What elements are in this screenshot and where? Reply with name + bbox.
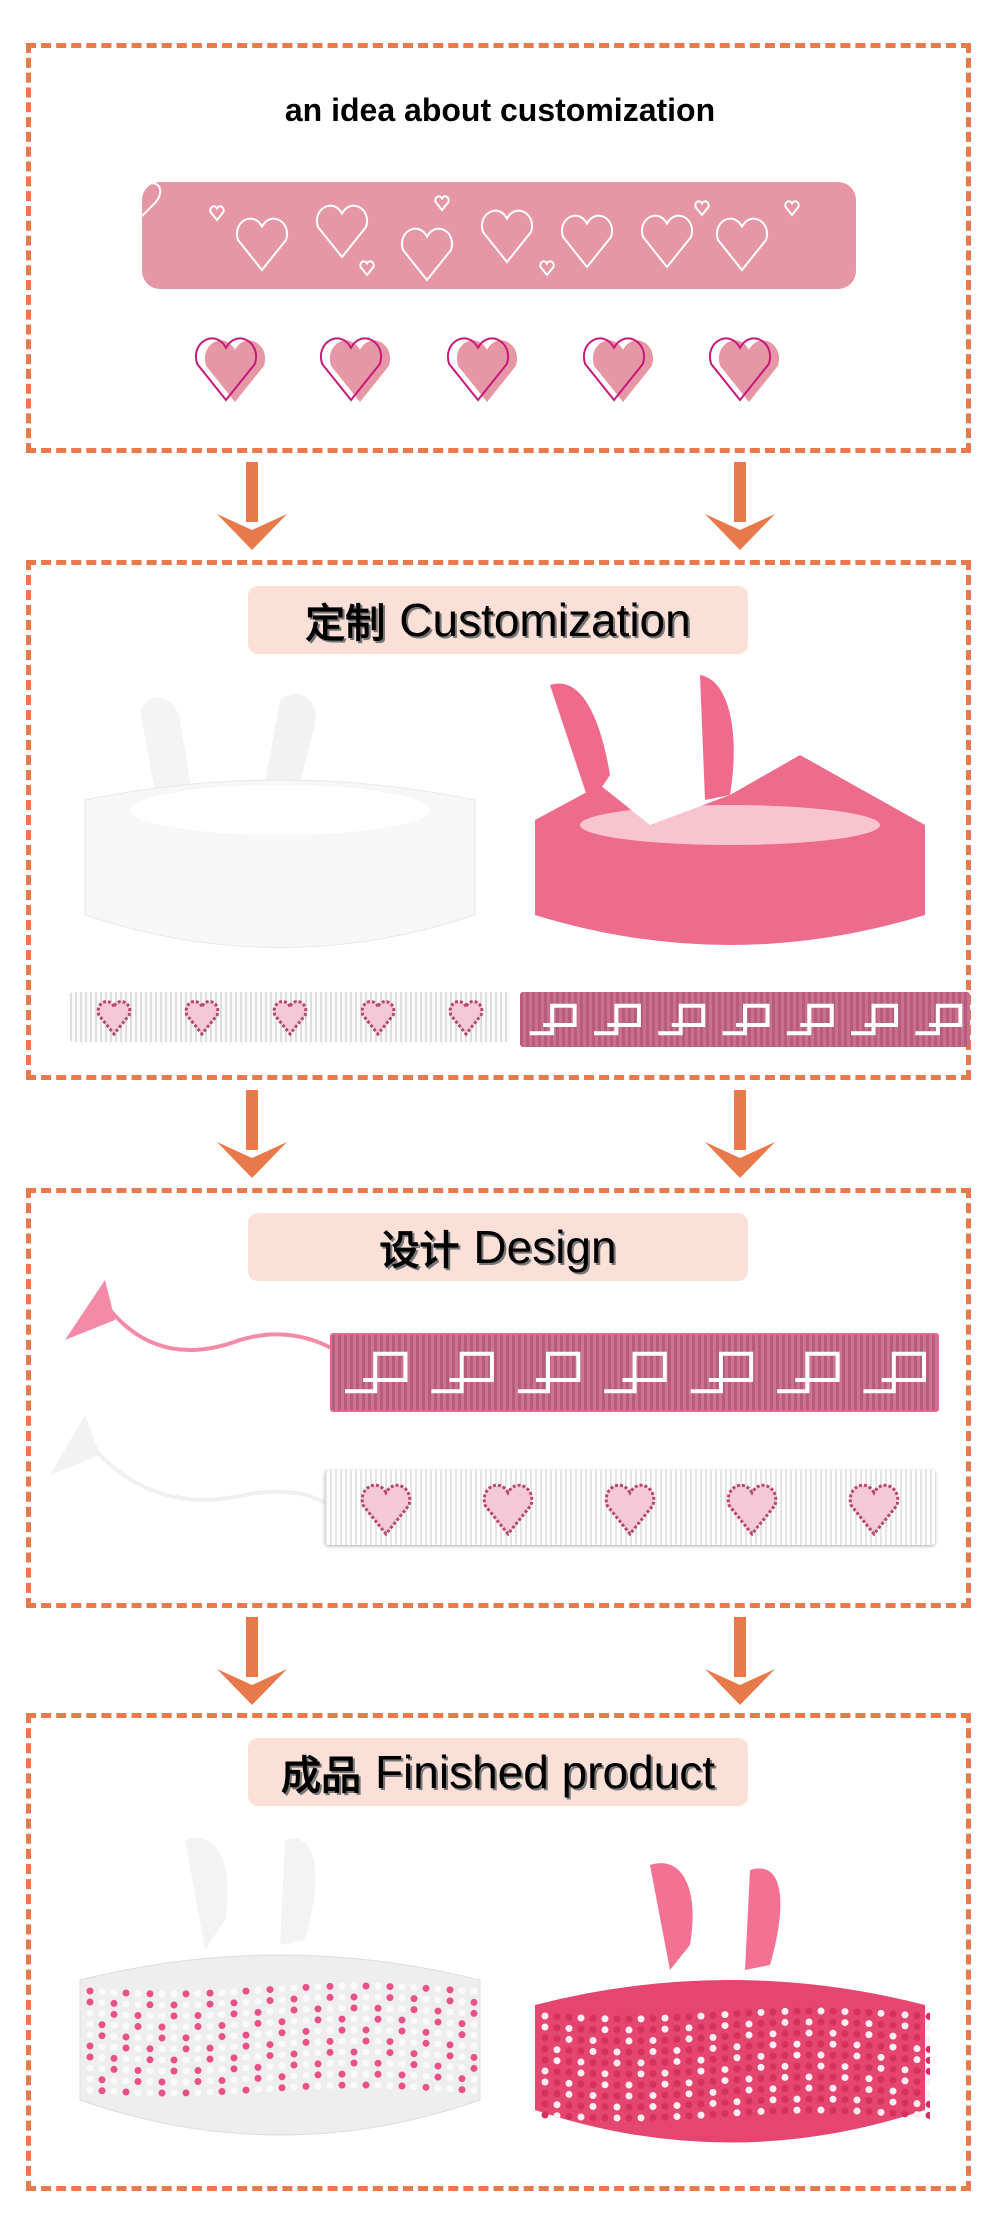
geometric-heart-icon [344, 1351, 408, 1394]
geometric-heart-icon [786, 1003, 834, 1036]
heart-outline-icon [209, 205, 225, 222]
label-en: Finished product [374, 1746, 716, 1798]
heart-outline-icon [560, 214, 614, 269]
heart-icon [194, 337, 266, 402]
label-en: Customization [399, 594, 691, 646]
arrow-down-icon [217, 462, 287, 550]
heart-icon [319, 337, 391, 402]
pink-design-strip [330, 1333, 939, 1412]
geometric-heart-icon [431, 1351, 494, 1394]
geometric-hearts-pattern-strip [520, 992, 970, 1047]
heart-pattern-icon [360, 1483, 412, 1537]
geometric-heart-icon [851, 1003, 899, 1036]
geometric-heart-icon [604, 1351, 667, 1394]
heart-outline-icon [715, 217, 769, 272]
customization-label: 定制 Customization [248, 586, 748, 654]
finished-product-label: 成品 Finished product [248, 1738, 748, 1806]
white-bracelet-image [84, 694, 476, 948]
heart-outline-icon [694, 200, 710, 217]
heart-icon [582, 337, 654, 402]
design-section [26, 1188, 971, 1608]
hearts-pattern-strip [70, 992, 510, 1042]
heart-outline-icon [400, 227, 454, 282]
geometric-heart-icon [593, 1003, 641, 1036]
geometric-heart-icon [690, 1351, 754, 1394]
heart-row [194, 337, 780, 402]
heart-outline-icon [640, 214, 694, 269]
heart-pattern-icon [448, 1000, 484, 1037]
heart-outline-icon [359, 260, 375, 277]
pink-tassel-icon [65, 1280, 336, 1352]
heart-outline-icon [434, 195, 450, 212]
arrow-down-icon [705, 462, 775, 550]
geometric-heart-icon [517, 1351, 581, 1394]
label-zh: 成品 [280, 1752, 361, 1799]
arrow-down-icon [705, 1617, 775, 1705]
heart-outline-icon [480, 209, 534, 264]
heart-pattern-icon [726, 1483, 778, 1537]
geometric-heart-icon [529, 1003, 577, 1036]
design-label: 设计 Design [248, 1213, 748, 1281]
geometric-heart-icon [915, 1003, 963, 1036]
customization-section [26, 560, 971, 1080]
heart-pattern-icon [848, 1483, 900, 1537]
arrow-down-icon [705, 1090, 775, 1178]
pink-bracelet-image [535, 675, 925, 945]
idea-section [26, 43, 971, 453]
heart-pattern-icon [96, 1000, 132, 1037]
heart-outline-icon [315, 204, 369, 259]
geometric-heart-icon [863, 1351, 927, 1394]
white-finished-bracelet-image [79, 1838, 481, 2136]
white-design-strip [325, 1470, 935, 1545]
arrow-down-icon [217, 1617, 287, 1705]
heart-outline-icon [784, 200, 800, 217]
idea-title: an idea about customization [284, 92, 716, 128]
label-zh: 设计 [379, 1227, 460, 1274]
geometric-heart-icon [777, 1351, 840, 1394]
geometric-heart-icon [658, 1003, 706, 1036]
label-en: Design [473, 1221, 617, 1273]
heart-pattern-icon [272, 1000, 308, 1037]
heart-outline-icon [539, 260, 555, 277]
heart-icon [446, 337, 518, 402]
heart-pattern-icon [482, 1483, 534, 1537]
heart-pattern-icon [184, 1000, 220, 1037]
white-tassel-icon [50, 1415, 331, 1507]
heart-pattern-icon [360, 1000, 396, 1037]
finished-product-section [26, 1713, 971, 2191]
label-zh: 定制 [305, 600, 386, 647]
heart-pattern-icon [604, 1483, 656, 1537]
geometric-heart-icon [722, 1003, 770, 1036]
heart-icon [708, 337, 780, 402]
arrow-down-icon [217, 1090, 287, 1178]
pink-finished-bracelet-image [535, 1863, 930, 2143]
heart-outline-banner [142, 182, 856, 289]
heart-outline-icon [235, 217, 289, 272]
